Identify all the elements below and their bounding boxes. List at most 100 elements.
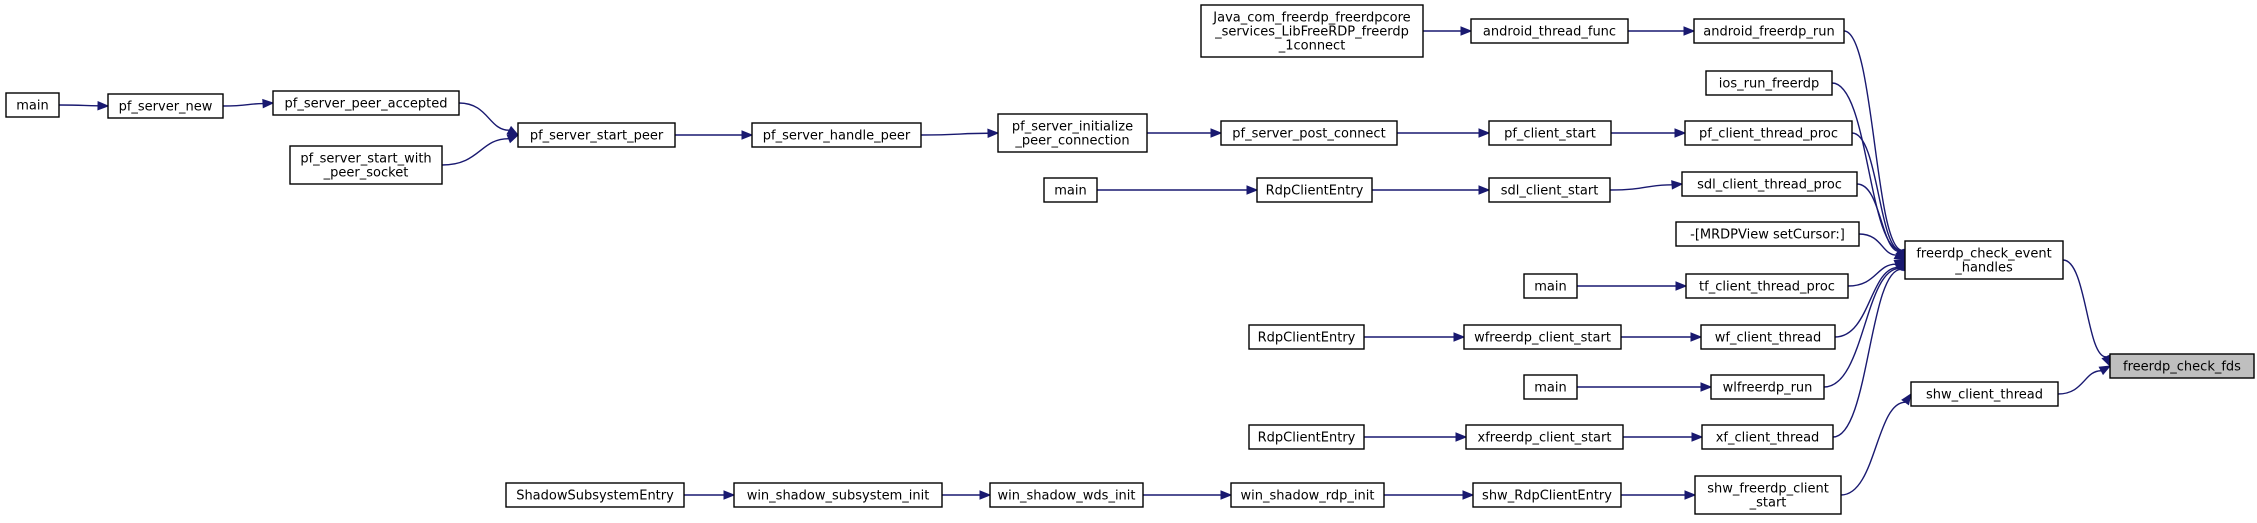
function-label: win_shadow_subsystem_init — [747, 489, 930, 504]
function-node[interactable]: RdpClientEntry — [1248, 324, 1365, 350]
call-edge — [1851, 132, 1902, 252]
function-box — [289, 145, 443, 185]
function-label: android_freerdp_run — [1703, 25, 1834, 40]
function-node[interactable]: main — [5, 92, 60, 118]
function-box — [1910, 381, 2059, 407]
function-box — [733, 482, 943, 508]
call-edge — [1843, 30, 1903, 252]
function-node[interactable]: pf_client_thread_proc — [1684, 120, 1853, 146]
edge-arrowhead — [1246, 185, 1259, 195]
function-label: android_thread_func — [1483, 25, 1616, 40]
function-node[interactable]: wf_client_thread — [1700, 324, 1836, 350]
edge-arrowhead — [1220, 490, 1233, 500]
function-box — [1694, 475, 1842, 515]
function-box — [1675, 221, 1860, 247]
call-edge — [441, 137, 509, 166]
function-box — [1681, 171, 1858, 197]
function-label: tf_client_thread_proc — [1699, 280, 1835, 295]
function-node[interactable]: RdpClientEntry — [1256, 177, 1373, 203]
function-node[interactable]: ShadowSubsystemEntry — [505, 482, 685, 508]
edge-arrowhead — [1455, 432, 1468, 442]
function-node[interactable]: pf_server_start_with_peer_socket — [289, 145, 443, 185]
function-box — [1248, 324, 1365, 350]
function-label: pf_server_start_with — [300, 152, 431, 167]
function-node[interactable]: android_freerdp_run — [1693, 18, 1845, 44]
function-node[interactable]: pf_client_start — [1488, 120, 1612, 146]
function-node[interactable]: shw_client_thread — [1910, 381, 2059, 407]
call-edge — [1858, 233, 1897, 256]
function-node[interactable]: sdl_client_start — [1488, 177, 1611, 203]
edge-arrowhead — [1478, 185, 1491, 195]
call-edge — [1832, 268, 1902, 438]
function-box — [1710, 374, 1825, 400]
function-label: main — [16, 99, 48, 114]
function-node[interactable]: main — [1523, 374, 1578, 400]
function-node[interactable]: main — [1043, 177, 1098, 203]
function-label: win_shadow_wds_init — [997, 489, 1135, 504]
function-label: main — [1054, 184, 1086, 199]
function-node[interactable]: sdl_client_thread_proc — [1681, 171, 1858, 197]
function-node[interactable]: main — [1523, 273, 1578, 299]
function-node[interactable]: pf_server_new — [107, 93, 224, 119]
function-label: _1connect — [1278, 39, 1346, 54]
function-node[interactable]: pf_server_start_peer — [517, 122, 676, 148]
function-box — [1470, 18, 1629, 44]
function-box — [1523, 374, 1578, 400]
function-node[interactable]: tf_client_thread_proc — [1685, 273, 1849, 299]
function-node[interactable]: pf_server_peer_accepted — [272, 90, 460, 116]
function-label: pf_server_new — [119, 100, 213, 115]
function-node[interactable]: pf_server_initialize_peer_connection — [997, 113, 1148, 153]
function-label: main — [1534, 280, 1566, 295]
function-node[interactable]: pf_server_post_connect — [1220, 120, 1398, 146]
call-edge — [222, 102, 264, 107]
call-edge — [1856, 183, 1900, 253]
edge-arrowhead — [1893, 250, 1907, 261]
call-edge — [58, 104, 99, 107]
function-node[interactable]: android_thread_func — [1470, 18, 1629, 44]
edge-arrowhead — [1690, 332, 1703, 342]
function-node[interactable]: freerdp_check_event_handles — [1904, 240, 2064, 280]
function-label: pf_client_thread_proc — [1699, 127, 1838, 142]
function-box — [1200, 4, 1424, 58]
edge-arrowhead — [1901, 392, 1912, 406]
edge-arrowhead — [97, 101, 110, 111]
function-node[interactable]: win_shadow_rdp_init — [1230, 482, 1385, 508]
function-node[interactable]: win_shadow_subsystem_init — [733, 482, 943, 508]
function-box — [1523, 273, 1578, 299]
function-node[interactable]: ios_run_freerdp — [1705, 70, 1833, 96]
function-node[interactable]: xf_client_thread — [1701, 424, 1834, 450]
function-label: shw_freerdp_client — [1707, 482, 1829, 497]
function-label: pf_server_handle_peer — [763, 129, 911, 144]
function-node[interactable]: shw_RdpClientEntry — [1472, 482, 1622, 508]
call-edge — [1840, 401, 1906, 496]
function-node[interactable]: win_shadow_wds_init — [989, 482, 1144, 508]
function-node[interactable]: RdpClientEntry — [1248, 424, 1365, 450]
function-label: shw_client_thread — [1926, 388, 2043, 403]
function-label: shw_RdpClientEntry — [1482, 489, 1612, 504]
function-node[interactable]: Java_com_freerdp_freerdpcore_services_Li… — [1200, 4, 1424, 58]
function-box — [1220, 120, 1398, 146]
function-node[interactable]: freerdp_check_fds — [2109, 353, 2255, 379]
function-label: _peer_connection — [1014, 134, 1129, 149]
function-box — [751, 122, 922, 148]
function-node[interactable]: wlfreerdp_run — [1710, 374, 1825, 400]
function-label: ios_run_freerdp — [1719, 77, 1819, 92]
function-label: sdl_client_start — [1501, 184, 1599, 199]
nodes-layer: freerdp_check_fds freerdp_check_event_han… — [5, 4, 2255, 515]
function-label: ShadowSubsystemEntry — [516, 489, 674, 504]
call-edge — [920, 132, 989, 136]
edge-arrowhead — [1453, 332, 1466, 342]
function-box — [1256, 177, 1373, 203]
function-label: wf_client_thread — [1715, 331, 1822, 346]
call-edge — [1834, 266, 1899, 338]
function-label: main — [1534, 381, 1566, 396]
function-node[interactable]: xfreerdp_client_start — [1465, 424, 1624, 450]
function-node[interactable]: -[MRDPView setCursor:] — [1675, 221, 1860, 247]
function-label: freerdp_check_fds — [2123, 360, 2241, 375]
function-node[interactable]: pf_server_handle_peer — [751, 122, 922, 148]
function-node[interactable]: wfreerdp_client_start — [1463, 324, 1622, 350]
function-label: _peer_socket — [323, 166, 409, 181]
call-edge — [1847, 263, 1896, 287]
function-node[interactable]: shw_freerdp_client_start — [1694, 475, 1842, 515]
